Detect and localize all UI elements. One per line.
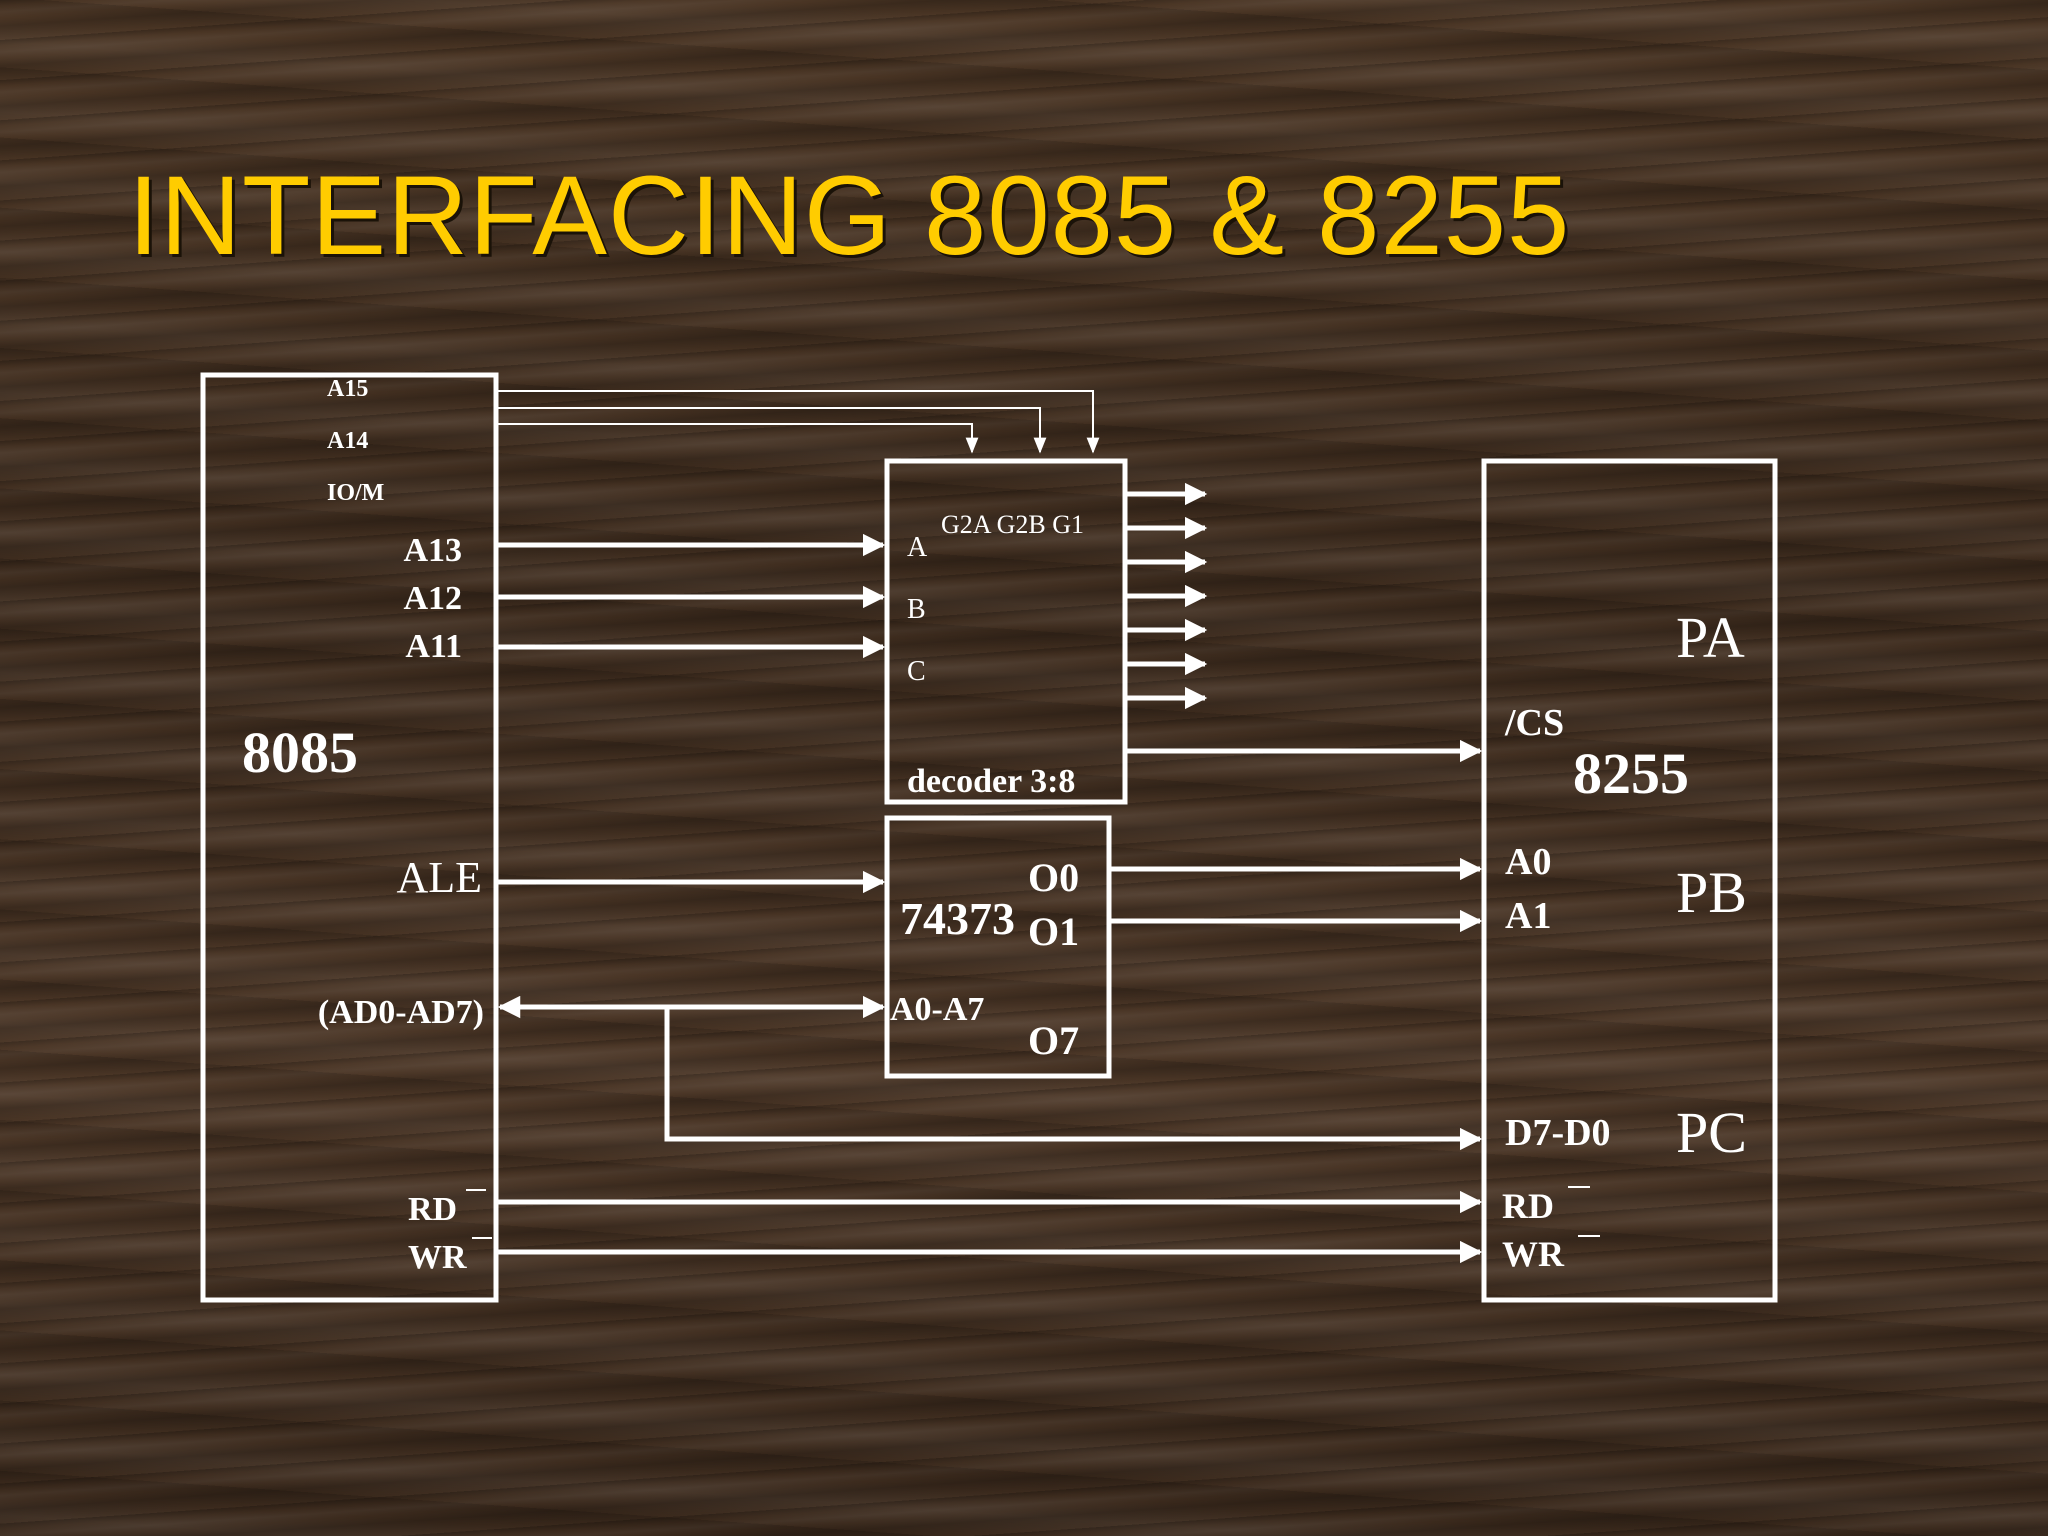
ppi-overbars — [1568, 1186, 1600, 1237]
ppi-a1: A1 — [1505, 895, 1551, 937]
cpu-8085-block — [200, 372, 499, 1303]
pin-wr: WR — [408, 1239, 467, 1276]
latch-o7: O7 — [1028, 1018, 1079, 1063]
pin-a15: A15 — [327, 376, 368, 402]
pin-a14: A14 — [327, 428, 368, 454]
cpu-overbars — [466, 1189, 492, 1239]
slide-title: INTERFACING 8085 & 8255 — [128, 153, 1571, 278]
ppi-wr: WR — [1502, 1234, 1565, 1274]
wire-data-bus — [664, 1007, 1483, 1151]
pin-rd: RD — [408, 1191, 457, 1228]
ppi-cs: /CS — [1504, 702, 1564, 744]
latch-block — [884, 815, 1112, 1079]
ppi-name: 8255 — [1573, 741, 1689, 806]
pin-a13: A13 — [403, 532, 462, 569]
pin-ad: (AD0-AD7) — [318, 994, 484, 1031]
enable-lines — [496, 390, 1100, 454]
latch-name: 74373 — [900, 893, 1015, 944]
decoder-outputs — [1125, 482, 1208, 710]
decoder-name: decoder 3:8 — [907, 763, 1075, 800]
pin-a11: A11 — [405, 628, 462, 665]
cpu-name: 8085 — [242, 720, 358, 785]
ppi-a0: A0 — [1505, 841, 1551, 883]
pin-ale: ALE — [396, 853, 482, 902]
decoder-input-c: C — [907, 656, 926, 687]
decoder-input-b: B — [907, 594, 926, 625]
ppi-8255-block — [1481, 458, 1778, 1303]
pin-iom: IO/M — [327, 480, 384, 506]
port-pb: PB — [1676, 860, 1747, 925]
port-pc: PC — [1676, 1100, 1747, 1165]
decoder-input-a: A — [907, 532, 928, 563]
ppi-data: D7-D0 — [1505, 1112, 1611, 1154]
latch-o0: O0 — [1028, 855, 1079, 900]
latch-input: A0-A7 — [890, 991, 984, 1028]
port-pa: PA — [1676, 605, 1745, 670]
latch-o1: O1 — [1028, 909, 1079, 954]
ppi-rd: RD — [1502, 1186, 1554, 1226]
pin-a12: A12 — [403, 580, 462, 617]
decoder-enables: G2A G2B G1 — [941, 510, 1084, 539]
